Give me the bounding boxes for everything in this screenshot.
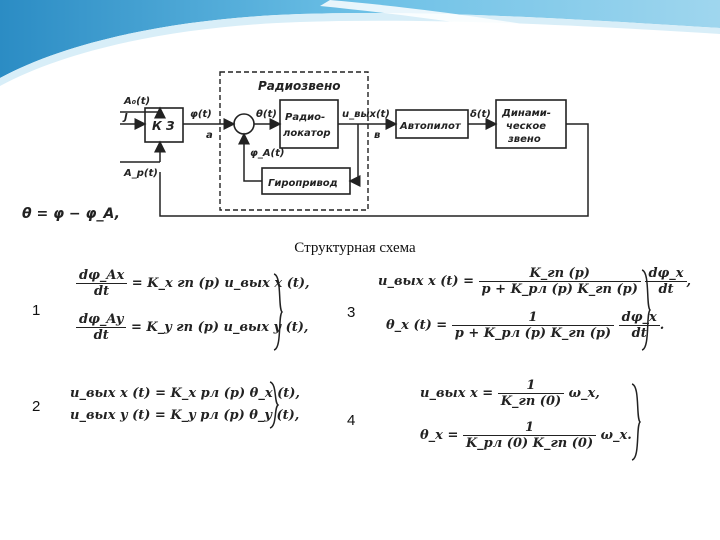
signal-node-a: a: [206, 130, 213, 141]
signal-phi-a: φ_A(t): [250, 148, 284, 159]
radar-block: [279, 99, 339, 149]
signal-u-out: u_вых(t): [342, 109, 390, 120]
eq-number-4: 4: [347, 412, 356, 429]
dynamic-label-3: звено: [507, 134, 541, 145]
brace-1: [273, 273, 284, 351]
header-swoosh: [0, 0, 720, 86]
theta-formula: θ = φ − φ_A,: [22, 206, 120, 222]
brace-3: [641, 269, 652, 351]
dynamic-label-1: Динами-: [501, 108, 551, 119]
gyro-feedback-line: [238, 132, 262, 182]
summing-junction: [233, 113, 255, 135]
block-diagram: Радиозвено К З Радио- локатор Гиропривод…: [22, 71, 589, 222]
radar-label-2: локатор: [283, 128, 331, 139]
radio-link-frame: [219, 71, 369, 211]
equation-2a: u_вых x (t) = K_x рл (p) θ_x (t),: [70, 386, 300, 401]
outer-feedback-line: [159, 123, 589, 217]
eq-number-1: 1: [32, 302, 41, 319]
signal-node-b: в: [374, 130, 380, 141]
radio-link-title: Радиозвено: [258, 79, 340, 93]
gyro-label: Гиропривод: [268, 178, 338, 189]
brace-4: [631, 383, 642, 461]
dynamic-label-2: ческое: [506, 121, 546, 132]
eq-number-2: 2: [32, 398, 41, 415]
signal-delta: δ(t): [470, 109, 491, 120]
kz-label: К З: [152, 119, 175, 133]
signal-theta: θ(t): [256, 109, 277, 120]
equation-2b: u_вых y (t) = K_y рл (p) θ_y (t),: [70, 408, 300, 423]
signal-a-lower: A_p(t): [123, 168, 158, 179]
equation-3a: u_вых x (t) = K_гп (p)p + K_рл (p) K_гп …: [378, 266, 692, 297]
autopilot-label: Автопилот: [399, 121, 462, 132]
radar-label-1: Радио-: [285, 112, 325, 123]
gyro-input-line: [348, 124, 361, 187]
diagram-caption: Структурная схема: [294, 240, 416, 256]
brace-2: [269, 381, 280, 429]
eq-number-3: 3: [347, 304, 356, 321]
signal-phi: φ(t): [190, 109, 212, 120]
signal-input-j: J: [122, 112, 128, 123]
signal-a-upper: A₀(t): [123, 96, 150, 107]
